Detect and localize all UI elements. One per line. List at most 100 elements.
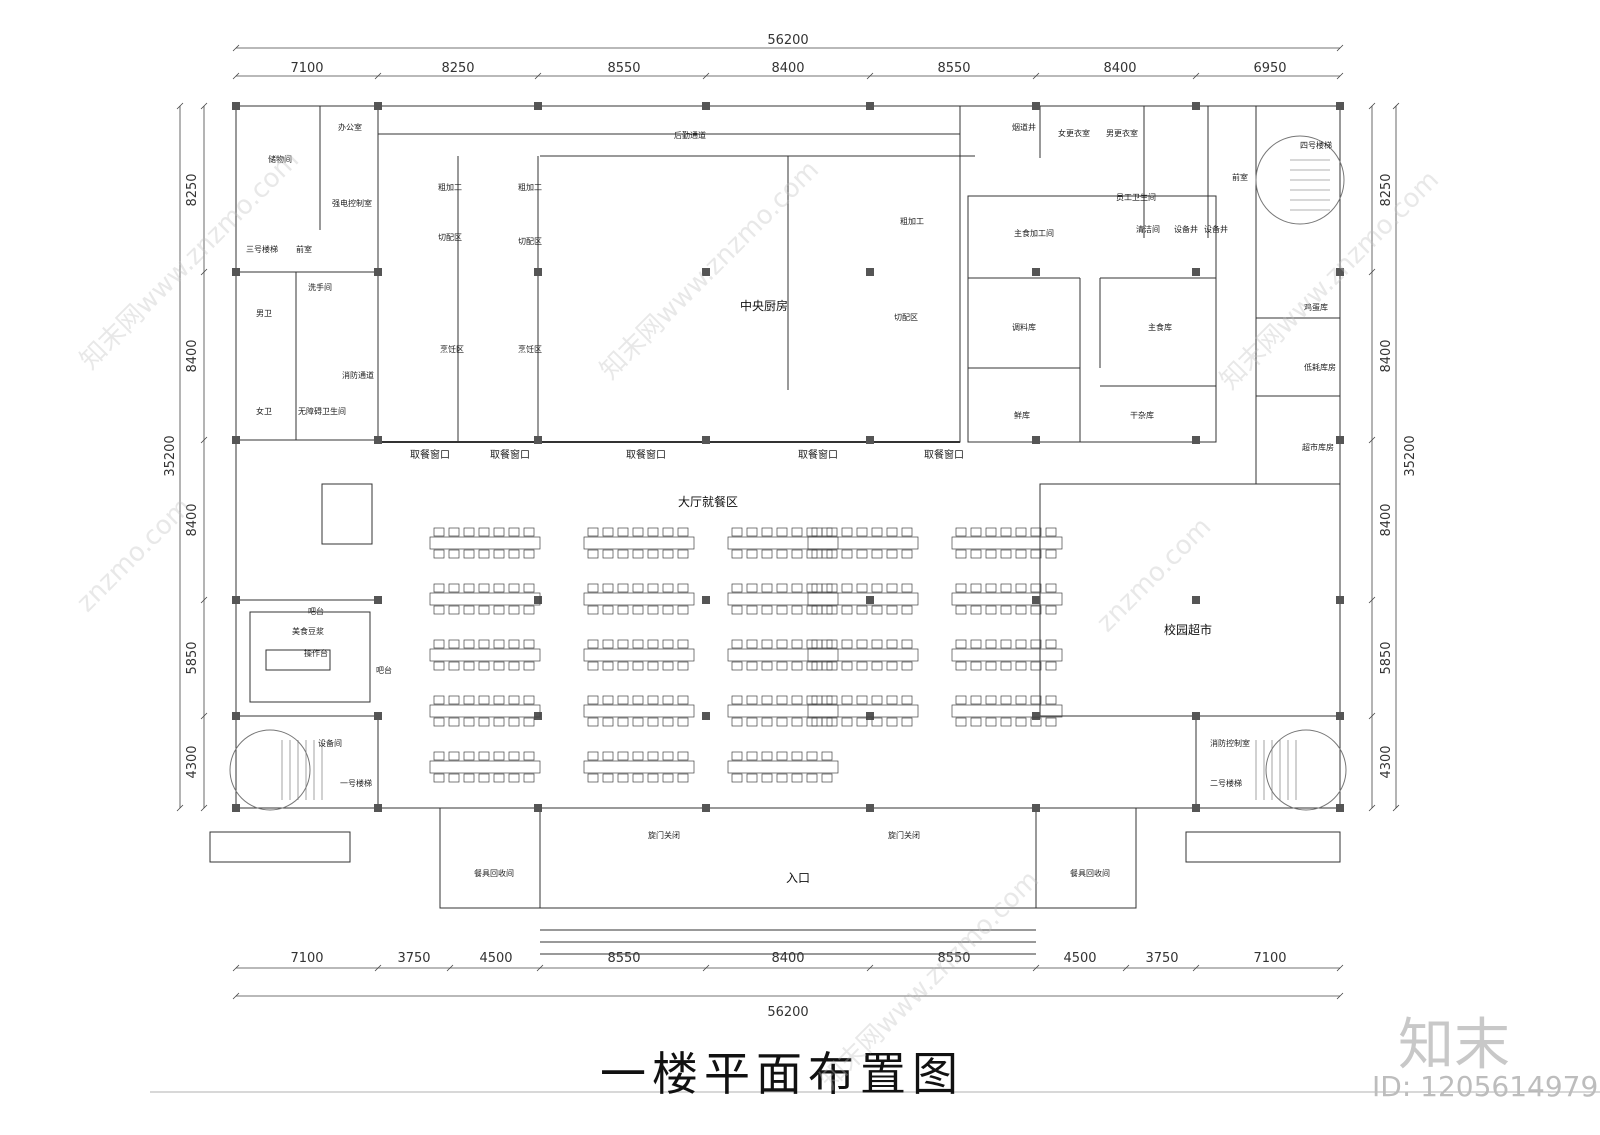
room-stair2: 二号楼梯 bbox=[1210, 778, 1242, 788]
dim-bottom-7: 3750 bbox=[1145, 951, 1178, 966]
structural-column bbox=[534, 268, 542, 276]
dining-table bbox=[727, 639, 839, 671]
room-cut2: 切配区 bbox=[518, 237, 542, 246]
room-door-right: 旋门关闭 bbox=[888, 830, 920, 840]
dim-left-0: 8250 bbox=[185, 173, 200, 206]
dim-bottom-1: 3750 bbox=[397, 951, 430, 966]
structural-column bbox=[1192, 712, 1200, 720]
room-back-corridor: 后勤通道 bbox=[674, 130, 706, 140]
room-equip-room: 设备间 bbox=[318, 738, 342, 748]
dining-table bbox=[727, 751, 839, 783]
dim-top-2: 8550 bbox=[607, 61, 640, 76]
dining-table bbox=[727, 583, 839, 615]
structural-column bbox=[1032, 596, 1040, 604]
structural-column bbox=[1336, 712, 1344, 720]
room-mop: 洗手间 bbox=[308, 282, 332, 292]
window-3: 取餐窗口 bbox=[626, 448, 666, 461]
brand-id: ID: 1205614979 bbox=[1372, 1070, 1599, 1103]
room-female-wc: 女卫 bbox=[256, 406, 272, 416]
room-rough2: 粗加工 bbox=[518, 182, 542, 192]
structural-column bbox=[866, 596, 874, 604]
room-central-kitchen: 中央厨房 bbox=[740, 298, 788, 313]
dim-bottom-6: 4500 bbox=[1063, 951, 1096, 966]
structural-column bbox=[702, 712, 710, 720]
dining-table bbox=[951, 695, 1063, 727]
dining-table bbox=[583, 751, 695, 783]
room-cook1: 烹饪区 bbox=[440, 344, 464, 354]
room-lobby-left: 前室 bbox=[296, 244, 312, 254]
room-stair3: 三号楼梯 bbox=[246, 244, 278, 254]
dim-left-4: 4300 bbox=[185, 745, 200, 778]
structural-column bbox=[232, 712, 240, 720]
structural-column bbox=[232, 268, 240, 276]
dining-table bbox=[429, 695, 541, 727]
structural-column bbox=[534, 596, 542, 604]
structural-column bbox=[702, 596, 710, 604]
room-fire-passage: 消防通道 bbox=[342, 370, 374, 380]
structural-column bbox=[374, 712, 382, 720]
structural-column bbox=[534, 712, 542, 720]
plan-title: 一楼平面布置图 bbox=[600, 1047, 964, 1101]
room-stair1: 一号楼梯 bbox=[340, 778, 372, 788]
dim-bottom-5: 8550 bbox=[937, 951, 970, 966]
window-4: 取餐窗口 bbox=[798, 448, 838, 461]
dim-top-total: 56200 bbox=[767, 33, 808, 48]
room-male-wc: 男卫 bbox=[256, 309, 272, 318]
room-soy: 美食豆浆 bbox=[292, 626, 324, 636]
structural-column bbox=[1032, 102, 1040, 110]
dim-right-3: 5850 bbox=[1379, 641, 1394, 674]
room-counter: 操作台 bbox=[304, 648, 328, 658]
structural-column bbox=[374, 804, 382, 812]
dim-bottom-0: 7100 bbox=[290, 951, 323, 966]
dim-right-0: 8250 bbox=[1379, 173, 1394, 206]
dim-top-5: 8400 bbox=[1103, 61, 1136, 76]
dim-bottom-3: 8550 bbox=[607, 951, 640, 966]
dim-top-0: 7100 bbox=[290, 61, 323, 76]
structural-column bbox=[534, 102, 542, 110]
room-rough3: 粗加工 bbox=[900, 216, 924, 226]
room-door-left: 旋门关闭 bbox=[648, 830, 680, 840]
structural-column bbox=[1032, 804, 1040, 812]
structural-column bbox=[1336, 596, 1344, 604]
structural-column bbox=[1192, 596, 1200, 604]
room-low-cons: 低耗库房 bbox=[1304, 362, 1336, 372]
structural-column bbox=[1192, 268, 1200, 276]
room-poultry: 鸡蛋库 bbox=[1304, 302, 1328, 312]
structural-column bbox=[1192, 436, 1200, 444]
room-cut1: 切配区 bbox=[438, 233, 462, 242]
structural-column bbox=[1192, 804, 1200, 812]
structural-column bbox=[866, 102, 874, 110]
dining-table bbox=[807, 583, 919, 615]
room-fire-ctrl: 消防控制室 bbox=[1210, 738, 1250, 748]
structural-column bbox=[1032, 436, 1040, 444]
room-dining: 大厅就餐区 bbox=[678, 494, 738, 509]
dining-table bbox=[583, 695, 695, 727]
structural-column bbox=[702, 268, 710, 276]
dim-right-total: 35200 bbox=[1403, 435, 1418, 476]
structural-column bbox=[232, 804, 240, 812]
structural-column bbox=[374, 268, 382, 276]
dim-top-1: 8250 bbox=[441, 61, 474, 76]
brand-logo: 知末 bbox=[1398, 1013, 1510, 1078]
dim-left-total: 35200 bbox=[163, 435, 178, 476]
room-seasoning: 调料库 bbox=[1012, 322, 1036, 332]
window-2: 取餐窗口 bbox=[490, 448, 530, 461]
structural-column bbox=[702, 436, 710, 444]
dining-table bbox=[727, 527, 839, 559]
structural-column bbox=[866, 436, 874, 444]
room-tray-right: 餐具回收间 bbox=[1070, 868, 1110, 878]
dining-table bbox=[951, 527, 1063, 559]
structural-column bbox=[232, 596, 240, 604]
dim-right-4: 4300 bbox=[1379, 745, 1394, 778]
dining-table bbox=[951, 639, 1063, 671]
room-stair4: 四号楼梯 bbox=[1300, 140, 1332, 150]
room-female-locker: 女更衣室 bbox=[1058, 128, 1090, 138]
room-equip2: 设备井 bbox=[1204, 224, 1228, 234]
dim-top-4: 8550 bbox=[937, 61, 970, 76]
room-dry-store: 干杂库 bbox=[1130, 410, 1154, 420]
dining-table bbox=[951, 583, 1063, 615]
dining-table bbox=[429, 527, 541, 559]
dining-table bbox=[807, 695, 919, 727]
room-cut3: 切配区 bbox=[894, 313, 918, 322]
